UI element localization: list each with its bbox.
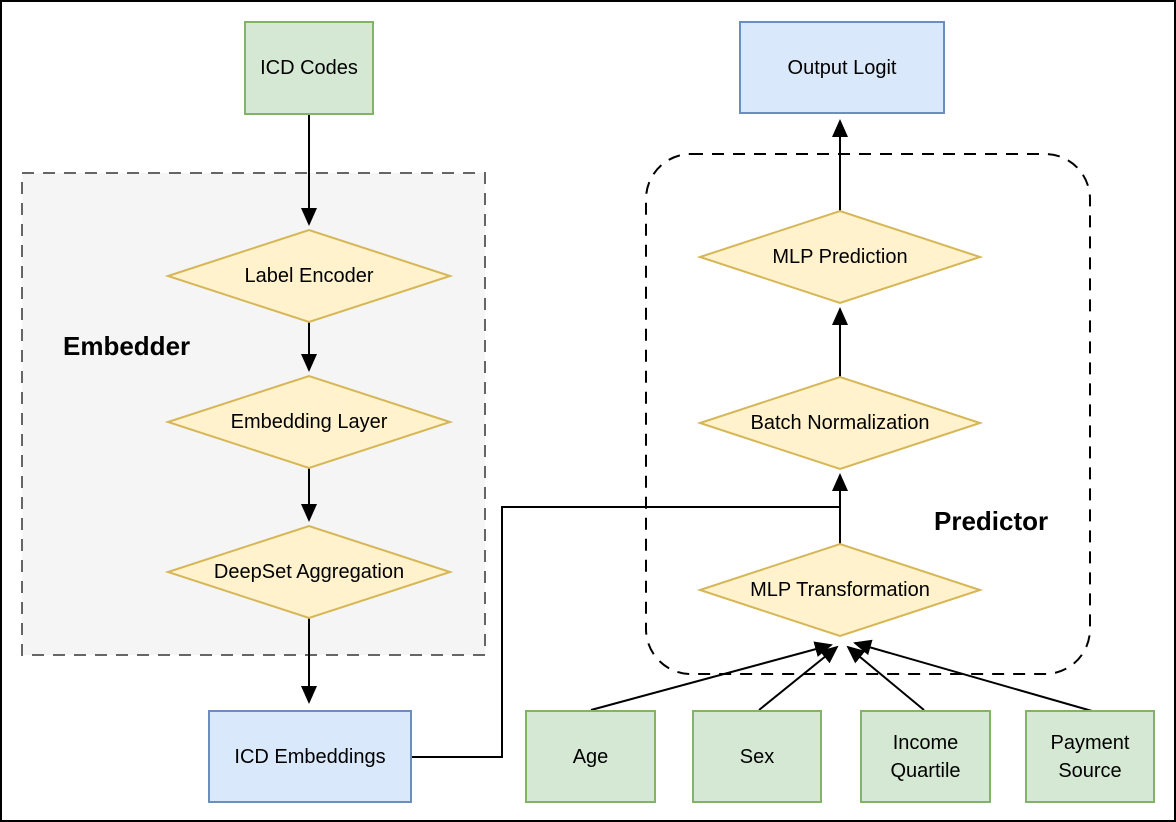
predictor-section-label: Predictor [934, 506, 1049, 536]
embedding-layer-diamond [164, 374, 454, 470]
output-logit-label: Output Logit [787, 56, 897, 79]
edge-age-to-mlp-transformation [590, 641, 833, 711]
batch-normalization-diamond [696, 375, 984, 471]
age-label: Age [572, 745, 609, 768]
mlp-prediction-diamond [696, 209, 984, 305]
icd-codes-label: ICD Codes [260, 57, 358, 79]
edge-payment-source-to-mlp-transformation [853, 639, 1093, 712]
mlp-transformation-diamond [696, 542, 984, 638]
sex-node: Sex [692, 710, 822, 803]
payment-source-label-line1: Payment [1050, 731, 1130, 754]
edge-icd-embeddings-to-predictor [412, 506, 839, 758]
edge-sex-to-mlp-transformation [758, 645, 839, 711]
icd-embeddings-node: ICD Embeddings [208, 710, 412, 803]
income-quartile-label-line2: Quartile [890, 759, 961, 782]
label-encoder-diamond [164, 228, 454, 324]
income-quartile-label-line1: Income [892, 731, 959, 754]
predictor-region [645, 153, 1091, 675]
deepset-aggregation-diamond [164, 524, 454, 620]
payment-source-label-line2: Source [1058, 759, 1122, 782]
output-logit-node: Output Logit [739, 21, 945, 114]
embedder-section-label: Embedder [63, 331, 191, 361]
edge-income-quartile-to-mlp-transformation [846, 645, 925, 711]
icd-codes-node: ICD Codes [244, 21, 374, 115]
age-node: Age [525, 710, 656, 803]
icd-embeddings-label: ICD Embeddings [234, 745, 386, 768]
sex-label: Sex [739, 745, 775, 768]
payment-source-node: Payment Source [1025, 710, 1155, 803]
income-quartile-node: Income Quartile [860, 710, 991, 803]
